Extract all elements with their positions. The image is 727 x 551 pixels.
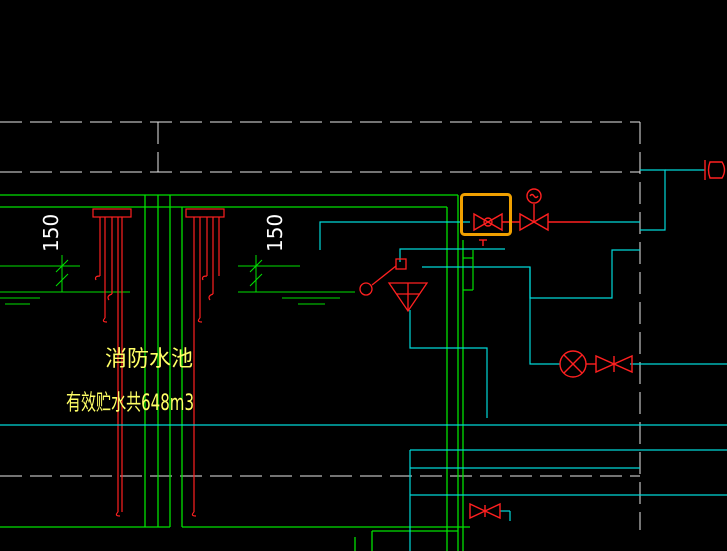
- pool-capacity-label: 有效贮水共648m3: [66, 391, 194, 416]
- gate-valve-upper[interactable]: [473, 212, 503, 246]
- float-valve[interactable]: [359, 258, 429, 313]
- water-level-marks: [0, 255, 355, 305]
- riser-bracket: [463, 250, 474, 291]
- pool-title-label: 消防水池: [105, 347, 193, 372]
- pipe-end-cap: [704, 160, 726, 180]
- pump-gauge-valve[interactable]: [559, 350, 633, 378]
- selection-highlight: [460, 193, 512, 236]
- check-valve-upper[interactable]: [502, 188, 590, 232]
- gate-valve-lower[interactable]: [469, 502, 501, 520]
- dimension-label-right: 150: [263, 214, 287, 252]
- pipe-network: [0, 169, 727, 551]
- dimension-label-left: 150: [39, 214, 63, 252]
- pool-walls: [0, 194, 470, 551]
- dashed-boundary: [0, 121, 641, 530]
- suction-pipes: [92, 208, 225, 517]
